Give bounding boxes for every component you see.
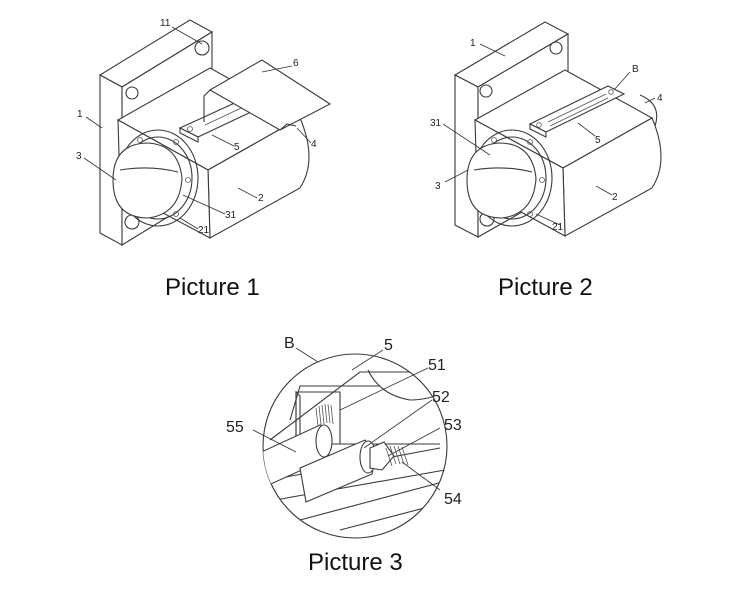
picture-3-drawing <box>262 347 448 539</box>
label-2: 2 <box>258 193 264 204</box>
picture-1-drawing <box>98 19 332 246</box>
label-52: 52 <box>432 389 450 406</box>
thread-left <box>315 403 334 427</box>
picture-3-leaders <box>252 349 441 491</box>
label-31: 31 <box>225 210 237 221</box>
label-31: 31 <box>430 118 442 129</box>
label-3: 3 <box>435 181 441 192</box>
label-B: B <box>284 335 295 352</box>
label-51: 51 <box>428 357 446 374</box>
label-21: 21 <box>198 225 210 236</box>
label-2: 2 <box>612 192 618 203</box>
label-1: 1 <box>470 38 476 49</box>
caption-picture-2: Picture 2 <box>498 274 593 301</box>
label-53: 53 <box>444 417 462 434</box>
label-5: 5 <box>234 142 240 153</box>
label-55: 55 <box>226 419 244 436</box>
picture-2-labels: 1 B 4 31 5 3 2 21 <box>430 38 663 233</box>
label-6: 6 <box>293 58 299 69</box>
caption-picture-1: Picture 1 <box>165 274 260 301</box>
picture-2-drawing <box>453 21 662 238</box>
caption-picture-3: Picture 3 <box>308 549 403 576</box>
label-11: 11 <box>160 18 171 29</box>
picture-1-leaders <box>83 26 312 230</box>
label-4: 4 <box>657 93 663 104</box>
label-5: 5 <box>384 337 393 354</box>
label-5: 5 <box>595 135 601 146</box>
label-B: B <box>632 64 639 75</box>
label-1: 1 <box>77 109 83 120</box>
detail-circle <box>262 353 448 539</box>
label-4: 4 <box>311 139 317 150</box>
picture-2-leaders <box>442 43 656 226</box>
label-54: 54 <box>444 491 462 508</box>
thread-right <box>385 445 409 467</box>
label-3: 3 <box>76 151 82 162</box>
picture-3-labels: B 5 51 52 53 55 54 <box>226 335 462 508</box>
picture-1-labels: 11 6 1 3 5 4 2 31 21 <box>76 18 317 236</box>
label-21: 21 <box>552 222 564 233</box>
